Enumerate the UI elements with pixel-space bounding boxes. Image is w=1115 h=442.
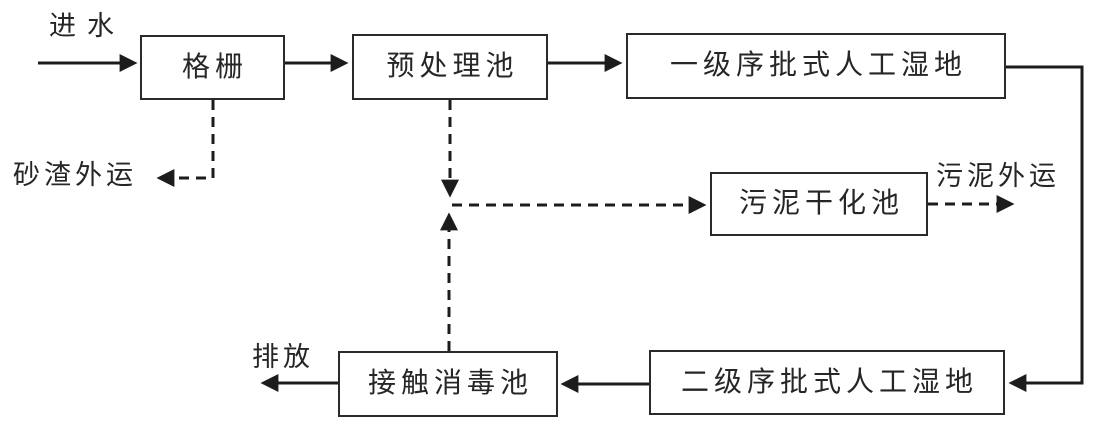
node-sludge-drying-label: 污泥干化池 xyxy=(738,188,904,219)
node-wetland-stage2: 二级序批式人工湿地 xyxy=(649,350,1005,415)
label-inlet: 进水 xyxy=(49,11,125,41)
node-disinfection-label: 接触消毒池 xyxy=(367,368,533,399)
edge-grille-to-sand-out xyxy=(156,100,215,187)
label-sludge-out: 污泥外运 xyxy=(936,161,1060,191)
node-wetland-stage1: 一级序批式人工湿地 xyxy=(626,33,1006,99)
node-sludge-drying: 污泥干化池 xyxy=(710,172,928,236)
node-pretreatment: 预处理池 xyxy=(352,34,548,100)
edge-wetland1-to-wetland2 xyxy=(1006,65,1084,392)
node-wetland-stage2-label: 二级序批式人工湿地 xyxy=(680,366,978,398)
node-disinfection: 接触消毒池 xyxy=(338,351,558,417)
node-wetland-stage1-label: 一级序批式人工湿地 xyxy=(669,50,967,81)
label-sand-out: 砂渣外运 xyxy=(13,160,137,190)
node-grille-label: 格栅 xyxy=(181,51,248,83)
node-pretreatment-label: 预处理池 xyxy=(386,51,519,82)
node-grille: 格栅 xyxy=(140,35,285,100)
label-discharge: 排放 xyxy=(252,342,314,372)
